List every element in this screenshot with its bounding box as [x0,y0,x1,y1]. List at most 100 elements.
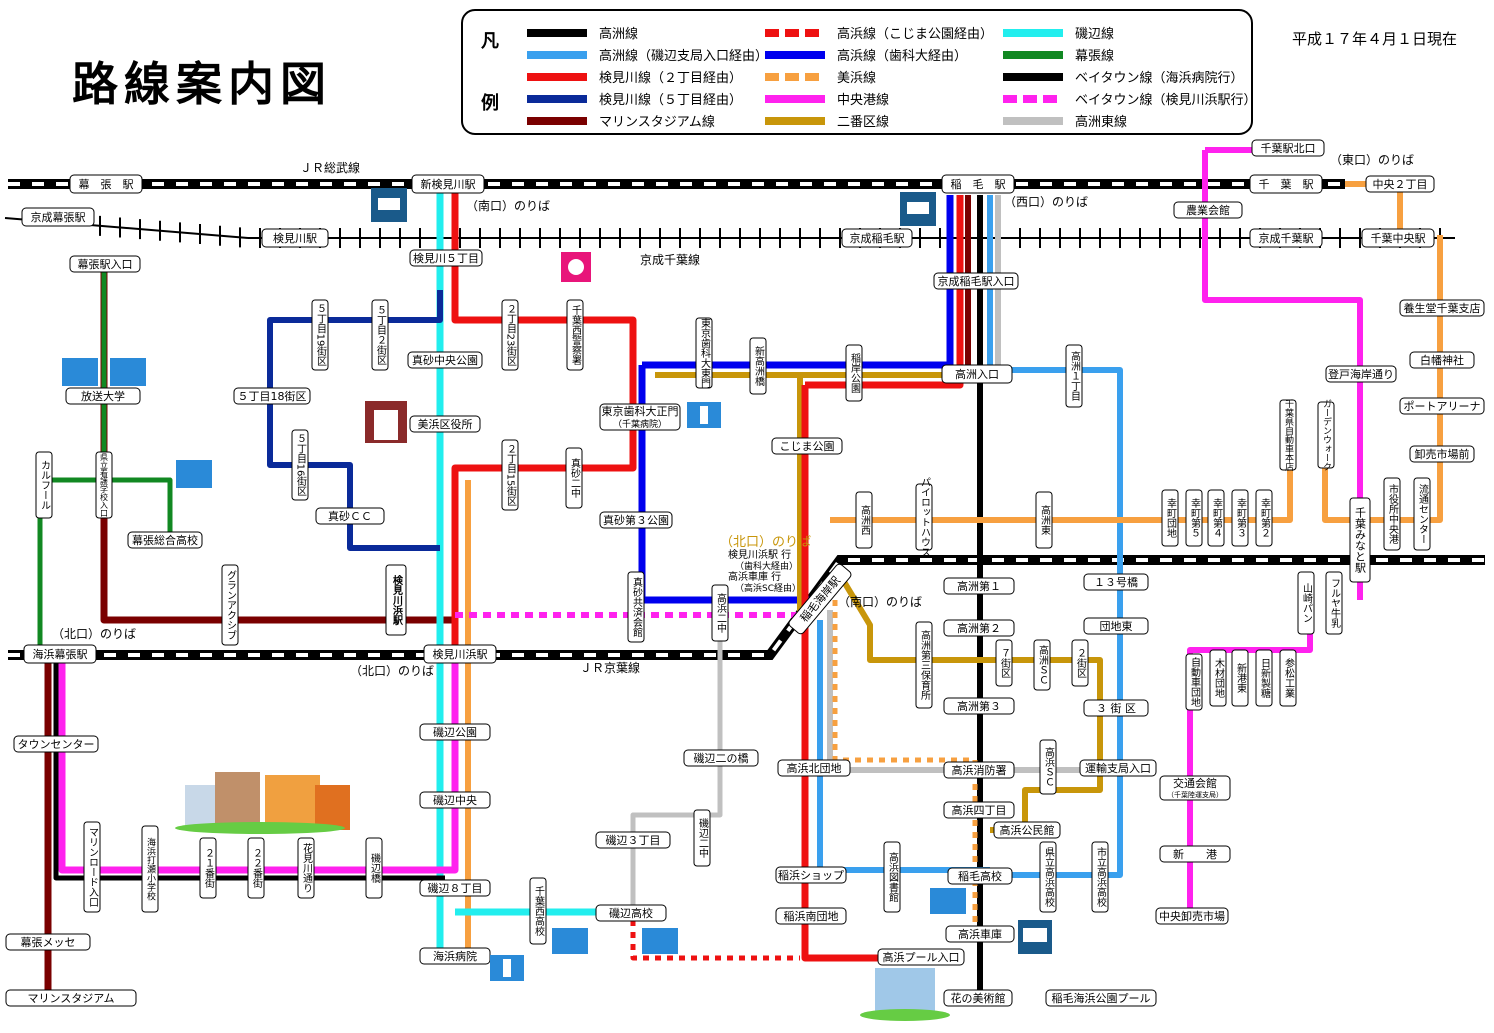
date-note: 平成１７年４月１日現在 [1292,30,1458,48]
stop-isobe-koko: 磯辺高校 [595,904,667,922]
svg-text:２丁目23街区: ２丁目23街区 [505,304,517,367]
svg-text:高浜消防署: 高浜消防署 [952,763,1007,777]
station-kaihin-makuhari: 海浜幕張駅 [23,644,97,664]
svg-text:美浜区役所: 美浜区役所 [418,417,473,431]
station-chiba-chuo: 千葉中央駅 [1361,228,1435,248]
route-chuo-port-south [1187,600,1313,915]
stop-town-center: タウンセンター [13,735,99,753]
svg-text:幸町団地: 幸町団地 [1165,498,1177,538]
stop-kenritsu: 県立看護学校入口 [95,451,113,519]
school-icon-makuhari [176,460,212,488]
stop-chuou-ichiba: 中央卸売市場 [1155,907,1229,925]
svg-text:真砂第３公園: 真砂第３公園 [603,513,669,527]
stop-makuhari-hs: 幕張総合高校 [127,531,203,549]
stop-takahama-sc: 高浜ＳＣ [1039,739,1057,795]
legend-swatch [1003,95,1063,103]
legend-label: 美浜線 [837,71,877,86]
stop-keisei-inage-iriguchi: 京成稲毛駅入口 [933,272,1019,290]
legend-swatch [1003,117,1063,125]
stop-chuo2: 中央２丁目 [1365,175,1435,193]
stop-shin-takasu: 新高洲橋 [749,337,767,395]
svg-text:千葉みなと駅: 千葉みなと駅 [1354,507,1367,574]
legend-head-1: 凡 [481,31,499,52]
legend-label: 幕張線 [1075,49,1115,64]
svg-text:千葉西警察署: 千葉西警察署 [570,305,582,365]
svg-text:幕張総合高校: 幕張総合高校 [132,533,198,547]
svg-text:高浜図書館: 高浜図書館 [887,851,899,903]
stop-isobe3: 磯辺３丁目 [595,831,671,849]
legend-item: 高浜線（歯科大経由） [765,45,1001,65]
stop-takahama-pool: 高浜プール入口 [877,948,965,966]
legend-swatch [527,117,587,125]
school-icon-hoso-1 [62,358,98,386]
svg-text:高洲入口: 高洲入口 [955,367,999,381]
stop-chiba-nishi-hs: 千葉西高校 [529,877,547,945]
legend-item: 高浜線（こじま公園経由） [765,23,1001,43]
legend-item: 中央港線 [765,89,1001,109]
legend-swatch [765,95,825,103]
svg-text:花見川通り: 花見川通り [301,842,313,893]
svg-text:カルフール: カルフール [39,460,51,510]
svg-text:高洲第１: 高洲第１ [957,579,1001,593]
stop-koutsu-kaikan: 交通会館（千葉陸運支局） [1159,775,1231,801]
school-icon-isobe-koko [642,928,678,954]
svg-text:グランアクシブ: グランアクシブ [225,570,237,640]
svg-text:高洲第３: 高洲第３ [957,699,1001,713]
legend-swatch [527,73,587,81]
svg-text:磯辺３丁目: 磯辺３丁目 [606,834,661,847]
stop-makuhari-iriguchi: 幕張駅入口 [69,255,141,273]
legend-label: 高洲線 [599,27,639,42]
stop-takahama-fire: 高浜消防署 [943,761,1015,779]
svg-text:海浜病院: 海浜病院 [433,949,477,963]
svg-text:京成稲毛駅: 京成稲毛駅 [850,231,905,245]
svg-text:木材団地: 木材団地 [1213,658,1225,698]
stop-c7: ７街区 [995,639,1013,687]
legend-item: 幕張線 [1003,45,1239,65]
stop-isobe8: 磯辺８丁目 [419,879,491,897]
svg-text:幸町第５: 幸町第５ [1189,498,1201,538]
svg-text:フルヤ牛乳: フルヤ牛乳 [1329,578,1341,628]
svg-text:放送大学: 放送大学 [81,389,125,403]
svg-text:新港東: 新港東 [1235,662,1247,694]
route-takahama-kojima [805,195,964,389]
stop-nousen: 農業会館 [1173,201,1243,219]
legend-swatch [765,117,825,125]
station-makuhari: 幕 張 駅 [69,174,143,194]
stop-utase: 海浜打瀬小学校 [141,825,159,913]
train-icon-inage [900,192,936,226]
stop-takasu1st: 高洲第１ [943,577,1015,595]
svg-text:５丁目２街区: ５丁目２街区 [375,305,387,365]
svg-text:真砂中央公園: 真砂中央公園 [412,353,478,367]
platform-dest-4: （高浜SC経由） [735,582,801,594]
stop-inahama-minami: 稲浜南団地 [775,907,847,925]
route-takahama-dashed [630,920,800,961]
platform-north-inagekaigan: （北口）のりば [720,535,811,550]
station-inage: 稲 毛 駅 [941,174,1015,194]
svg-text:２丁目15街区: ２丁目15街区 [505,444,517,507]
stop-c3: ３ 街 区 [1083,699,1149,717]
svg-text:３ 街 区: ３ 街 区 [1096,701,1136,715]
svg-text:パイロットハウス: パイロットハウス [919,477,931,557]
stop-c5-2: ５丁目２街区 [371,299,389,371]
stop-unyu: 運輸支局入口 [1079,759,1157,777]
stop-masago-chuo: 真砂中央公園 [407,351,483,369]
stop-yoshiwara: 登戸海岸通り [1325,365,1397,383]
svg-text:山崎パン: 山崎パン [1301,583,1313,623]
stop-isobe-chuo: 磯辺中央 [419,791,491,809]
legend: 凡 例 高洲線高洲線（磯辺支局入口経由）検見川線（２丁目経由）検見川線（５丁目経… [461,9,1256,135]
school-icon-inage [930,888,966,914]
svg-text:中央卸売市場: 中央卸売市場 [1159,909,1225,923]
svg-text:流通センター: 流通センター [1417,483,1429,544]
svg-text:高洲第三保育所: 高洲第三保育所 [919,629,931,701]
stop-dental-gate: 東京歯科大正門（千葉病院） [599,403,681,431]
stop-takahama4: 高浜四丁目 [943,801,1015,819]
svg-text:高浜北団地: 高浜北団地 [787,761,842,775]
stop-inage-pool: 稲毛海浜公園プール [1045,989,1157,1007]
svg-text:真砂共済会館: 真砂共済会館 [631,576,643,638]
svg-text:県立看護学校入口: 県立看護学校入口 [100,453,109,517]
legend-swatch [765,29,825,37]
legend-item: 美浜線 [765,67,1001,87]
legend-item: 高洲線 [527,23,763,43]
legend-swatch [527,51,587,59]
